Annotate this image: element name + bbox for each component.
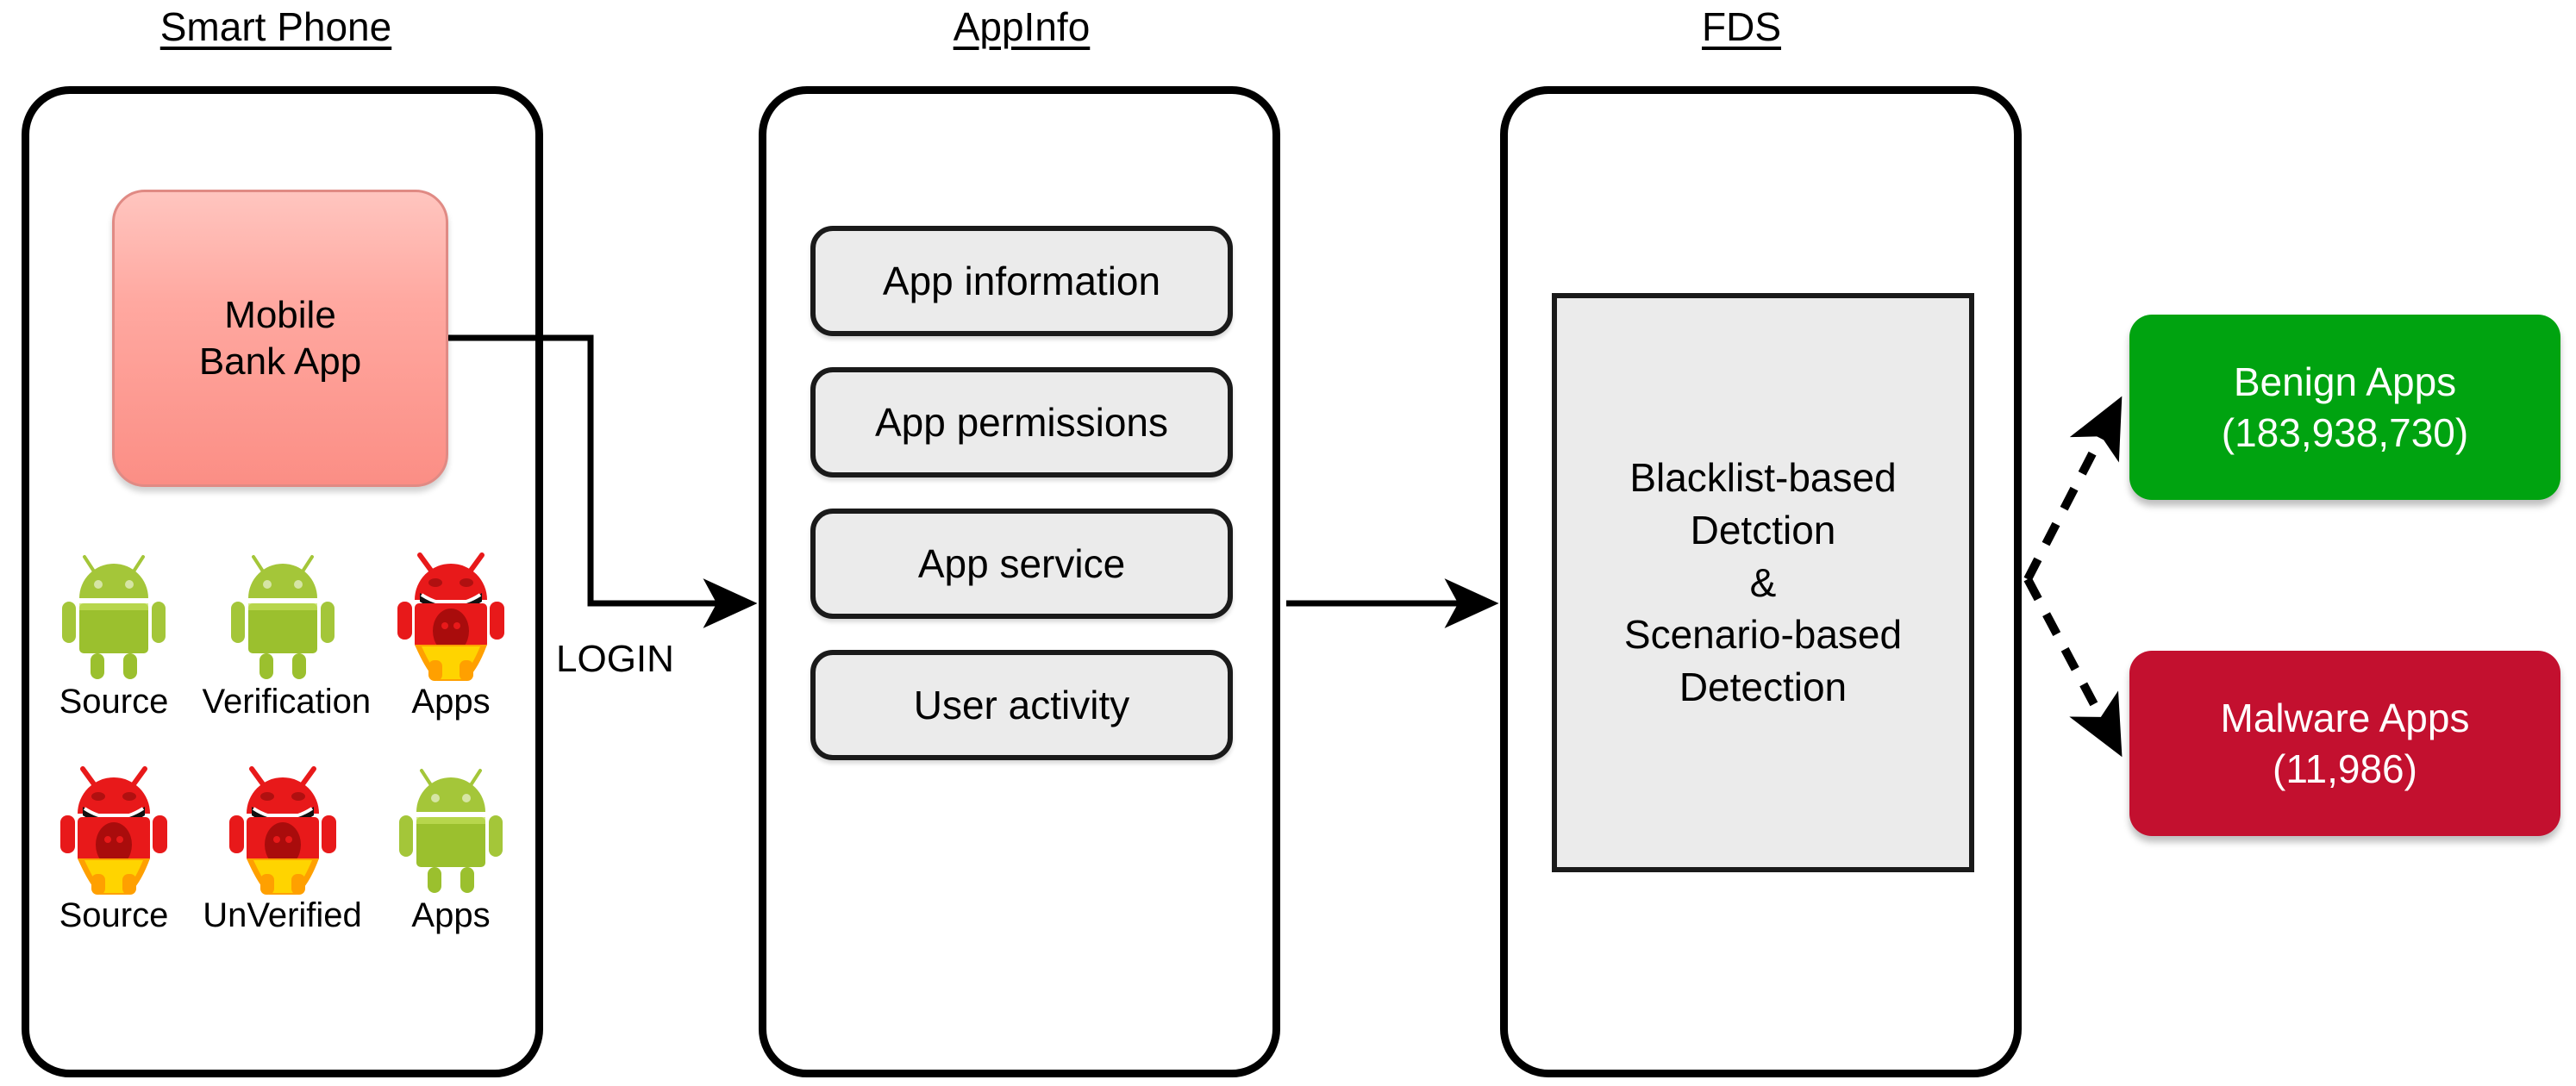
result-chip-benign-apps[interactable]: Benign Apps (183,938,730) <box>2129 315 2560 500</box>
android-robot-red-malware-icon <box>386 552 516 681</box>
android-icon-row-verified <box>30 552 535 681</box>
feature-box-user-activity[interactable]: User activity <box>810 650 1233 760</box>
mobile-bank-app-line1: Mobile <box>224 293 336 336</box>
feature-label: App permissions <box>874 400 1169 445</box>
robot-label: UnVerified <box>203 896 362 934</box>
column-title-smartphone: Smart Phone <box>159 4 392 49</box>
fds-detection-block[interactable]: Blacklist-based Detction & Scenario-base… <box>1552 293 1974 872</box>
fds-to-malware-arrow <box>2023 577 2123 758</box>
robot-label: Apps <box>411 683 491 721</box>
mobile-bank-app-line2: Bank App <box>198 340 362 383</box>
feature-label: App service <box>917 541 1126 586</box>
feature-box-app-service[interactable]: App service <box>810 509 1233 619</box>
column-title-appinfo: AppInfo <box>953 4 1091 49</box>
android-icon-row-verified-labels: Source Verification Apps <box>30 683 535 721</box>
column-title-fds: FDS <box>1702 4 1781 49</box>
feature-label: User activity <box>913 683 1130 727</box>
mobile-bank-app-card[interactable]: Mobile Bank App <box>112 190 448 487</box>
robot-label: Source <box>59 683 169 721</box>
robot-label: Verification <box>202 683 372 721</box>
android-robot-red-malware-icon <box>49 765 178 895</box>
fds-detection-line5: Detection <box>1679 665 1848 710</box>
fds-detection-line3: & <box>1749 559 1777 605</box>
benign-apps-label: Benign Apps <box>2233 359 2457 404</box>
benign-apps-count: (183,938,730) <box>2221 409 2469 455</box>
malware-apps-count: (11,986) <box>2273 746 2417 791</box>
android-icon-row-unverified-labels: Source UnVerified Apps <box>30 896 535 934</box>
result-chip-malware-apps[interactable]: Malware Apps (11,986) <box>2129 651 2560 836</box>
robot-label: Source <box>59 896 169 934</box>
android-icon-row-unverified <box>30 765 535 895</box>
login-edge-label: LOGIN <box>556 638 674 680</box>
malware-apps-label: Malware Apps <box>2220 695 2470 740</box>
fds-detection-line4: Scenario-based <box>1623 612 1903 658</box>
feature-label: App information <box>882 259 1161 303</box>
android-robot-red-malware-icon <box>218 765 347 895</box>
feature-box-app-permissions[interactable]: App permissions <box>810 367 1233 477</box>
android-robot-green-icon <box>49 552 178 681</box>
fds-to-benign-arrow <box>2023 396 2123 582</box>
robot-label: Apps <box>411 896 491 934</box>
android-app-icon-grid: Source Verification Apps <box>30 552 535 934</box>
android-robot-green-icon <box>386 765 516 895</box>
android-robot-green-icon <box>218 552 347 681</box>
feature-box-app-information[interactable]: App information <box>810 226 1233 336</box>
fds-detection-line1: Blacklist-based <box>1629 455 1897 501</box>
appinfo-feature-list: App information App permissions App serv… <box>810 226 1233 791</box>
fds-detection-line2: Detction <box>1690 507 1836 552</box>
